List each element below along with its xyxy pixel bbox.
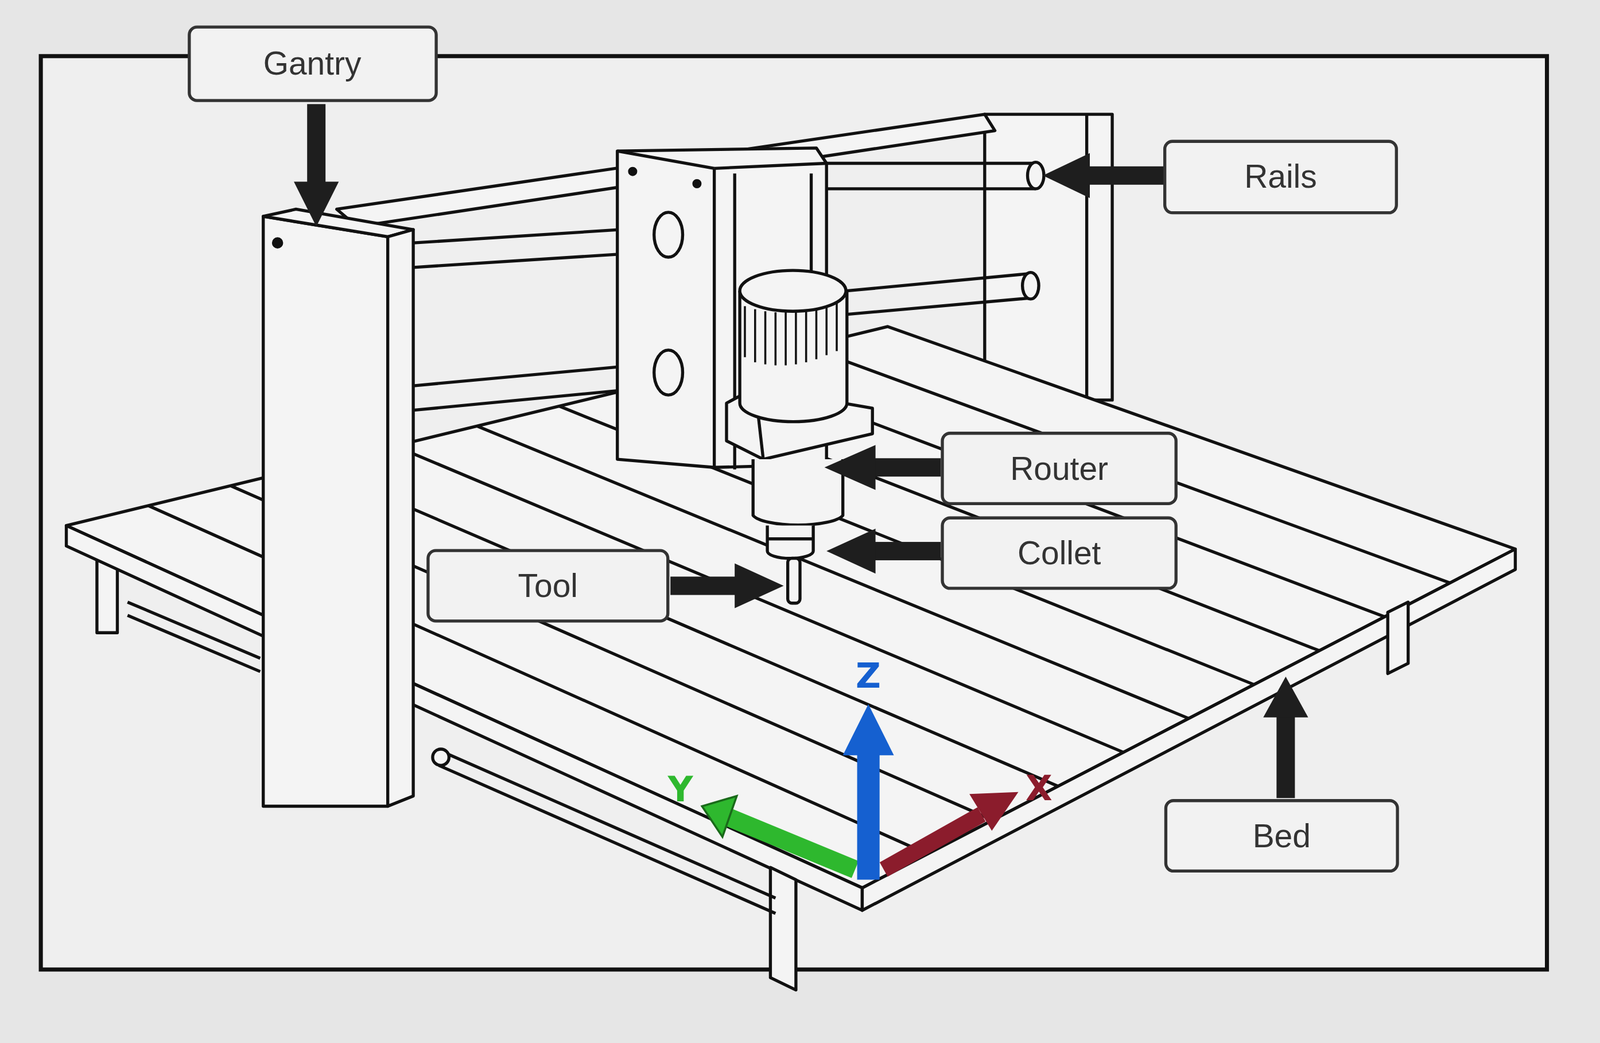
axis-label: Y bbox=[668, 771, 694, 806]
label-box: Router bbox=[940, 431, 1178, 506]
label-box: Bed bbox=[1164, 798, 1400, 873]
bed-slat bbox=[641, 386, 1320, 651]
label-box: Rails bbox=[1163, 139, 1398, 215]
machine bbox=[66, 114, 1516, 990]
part-name: Gantry bbox=[263, 44, 362, 83]
axis-triad bbox=[701, 704, 1019, 880]
label-box: Gantry bbox=[187, 25, 438, 102]
bed-slat bbox=[312, 465, 1059, 787]
part-name: Bed bbox=[1252, 816, 1311, 855]
part-name: Collet bbox=[1017, 534, 1101, 573]
label-box: Tool bbox=[426, 549, 670, 623]
axis-label: Z bbox=[855, 658, 881, 693]
callout-arrows bbox=[293, 103, 1308, 798]
label-box: Collet bbox=[940, 516, 1178, 590]
axis-label: X bbox=[1025, 770, 1053, 805]
frame bbox=[40, 56, 1547, 970]
part-name: Router bbox=[1010, 449, 1109, 488]
part-name: Tool bbox=[518, 567, 578, 605]
part-name: Rails bbox=[1244, 157, 1317, 196]
